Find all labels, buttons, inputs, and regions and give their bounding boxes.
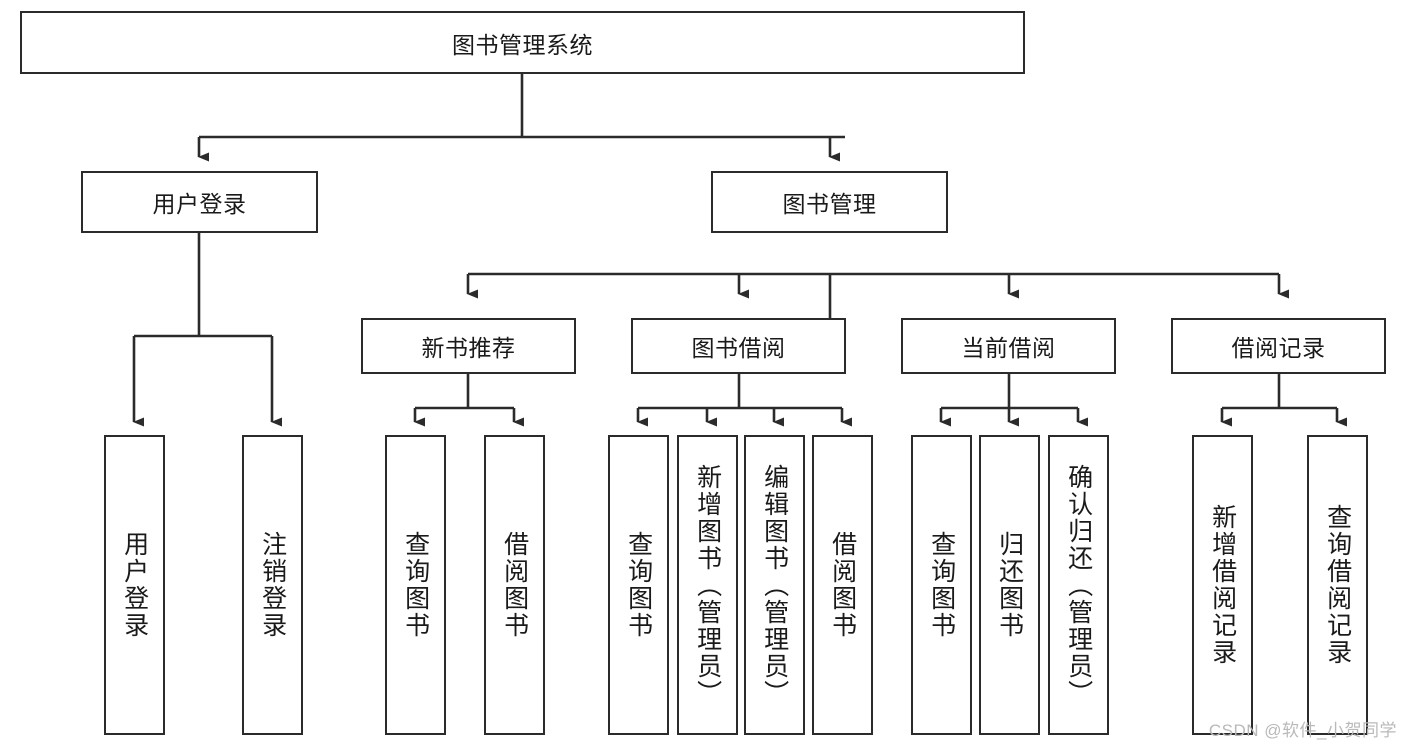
node-label: 注销登录	[258, 531, 287, 639]
node-book-management[interactable]: 图书管理	[711, 171, 948, 233]
node-label: 编辑图书（管理员）	[760, 463, 789, 707]
node-label: 借阅图书	[828, 531, 857, 639]
node-root-book-management-system[interactable]: 图书管理系统	[20, 11, 1025, 74]
node-label: 查询图书	[624, 531, 653, 639]
leaf-recommend-borrow-book[interactable]: 借阅图书	[484, 435, 545, 735]
leaf-current-return-book[interactable]: 归还图书	[979, 435, 1040, 735]
leaf-borrow-query-book[interactable]: 查询图书	[608, 435, 669, 735]
leaf-record-add-borrow-record[interactable]: 新增借阅记录	[1192, 435, 1253, 735]
node-current-borrow[interactable]: 当前借阅	[901, 318, 1116, 374]
watermark-text: CSDN @软件_小贺同学	[1208, 721, 1397, 740]
node-label: 查询借阅记录	[1323, 504, 1352, 666]
node-label: 新增借阅记录	[1208, 504, 1237, 666]
node-label: 借阅记录	[1231, 335, 1326, 361]
leaf-borrow-borrow-book[interactable]: 借阅图书	[812, 435, 873, 735]
leaf-logout-login[interactable]: 注销登录	[242, 435, 303, 735]
node-label: 图书借阅	[691, 335, 786, 361]
node-label: 借阅图书	[500, 531, 529, 639]
leaf-user-login[interactable]: 用户登录	[104, 435, 165, 735]
node-label: 确认归还（管理员）	[1064, 463, 1093, 707]
node-label: 图书管理系统	[452, 31, 593, 58]
leaf-current-confirm-return-admin[interactable]: 确认归还（管理员）	[1048, 435, 1109, 735]
node-new-book-recommend[interactable]: 新书推荐	[361, 318, 576, 374]
node-label: 归还图书	[995, 531, 1024, 639]
node-label: 图书管理	[782, 191, 877, 217]
leaf-current-query-book[interactable]: 查询图书	[911, 435, 972, 735]
leaf-borrow-edit-book-admin[interactable]: 编辑图书（管理员）	[744, 435, 805, 735]
node-label: 查询图书	[927, 531, 956, 639]
leaf-borrow-add-book-admin[interactable]: 新增图书（管理员）	[677, 435, 738, 735]
leaf-record-query-borrow-record[interactable]: 查询借阅记录	[1307, 435, 1368, 735]
node-label: 用户登录	[152, 191, 247, 217]
node-label: 查询图书	[401, 531, 430, 639]
node-borrow-record[interactable]: 借阅记录	[1171, 318, 1386, 374]
node-label: 当前借阅	[961, 335, 1056, 361]
node-user-login[interactable]: 用户登录	[81, 171, 318, 233]
node-book-borrow[interactable]: 图书借阅	[631, 318, 846, 374]
node-label: 新书推荐	[421, 335, 516, 361]
node-label: 用户登录	[120, 531, 149, 639]
leaf-recommend-query-book[interactable]: 查询图书	[385, 435, 446, 735]
node-label: 新增图书（管理员）	[693, 463, 722, 707]
